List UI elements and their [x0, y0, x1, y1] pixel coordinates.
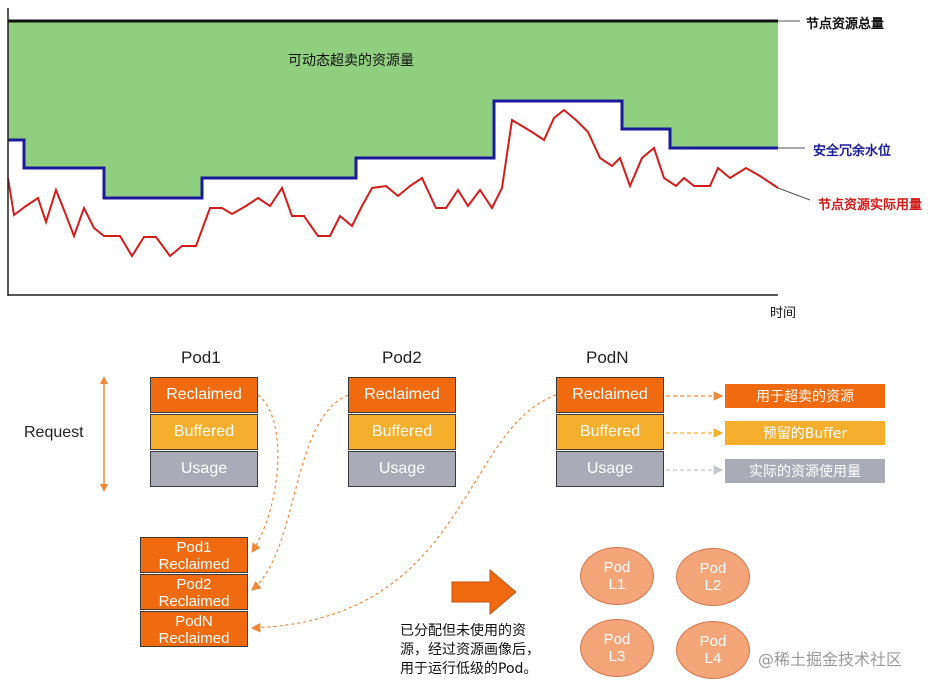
- pod-l3-circle: Pod L3: [580, 619, 654, 677]
- tag-reserved-buffer: 预留的Buffer: [725, 421, 885, 445]
- pod2-title: Pod2: [382, 348, 422, 367]
- stack-pod2-name: Pod2: [176, 576, 212, 593]
- safety-waterline: [8, 99, 778, 200]
- pod2-reclaimed: Reclaimed: [348, 377, 456, 413]
- pod-l1-line2: L1: [608, 576, 626, 593]
- pod1-usage: Usage: [150, 451, 258, 487]
- stack-podn-name: PodN: [175, 613, 213, 630]
- podn-title: PodN: [586, 348, 629, 367]
- stack-pod1-reclaimed-text: Reclaimed: [158, 556, 230, 573]
- pod-l1-line1: Pod: [603, 559, 631, 576]
- actual-pointer: [777, 187, 811, 201]
- pod-l3-line1: Pod: [603, 631, 631, 648]
- right-arrow-icon: [451, 568, 517, 616]
- watermark: @稀土掘金技术社区: [758, 650, 903, 669]
- pod1-buffered: Buffered: [150, 414, 258, 450]
- oversell-area: [8, 21, 778, 198]
- pod-l3-line2: L3: [608, 648, 626, 665]
- actual-usage-line: [7, 108, 779, 258]
- pod-l2-circle: Pod L2: [676, 548, 750, 606]
- request-arrow-bottom: [100, 484, 108, 492]
- stack-podn-reclaimed: PodN Reclaimed: [140, 611, 248, 647]
- pod2-buffered: Buffered: [348, 414, 456, 450]
- podn-usage: Usage: [556, 451, 664, 487]
- pod-l2-line2: L2: [704, 577, 722, 594]
- actual-usage-label: 节点资源实际用量: [818, 198, 923, 213]
- pod-l4-circle: Pod L4: [676, 621, 750, 679]
- x-axis-label: 时间: [770, 306, 797, 321]
- stack-pod2-reclaimed: Pod2 Reclaimed: [140, 574, 248, 610]
- stack-podn-reclaimed-text: Reclaimed: [158, 630, 230, 647]
- stack-pod1-reclaimed: Pod1 Reclaimed: [140, 537, 248, 573]
- pod-l1-circle: Pod L1: [580, 547, 654, 605]
- tag-oversell-resource: 用于超卖的资源: [725, 384, 885, 408]
- request-arrow-top: [100, 376, 108, 384]
- pod1-title: Pod1: [181, 348, 221, 367]
- stack-pod1-name: Pod1: [176, 539, 212, 556]
- pod2-usage: Usage: [348, 451, 456, 487]
- pod-l2-line1: Pod: [699, 560, 727, 577]
- tag-actual-usage: 实际的资源使用量: [725, 459, 885, 483]
- pod1-reclaimed: Reclaimed: [150, 377, 258, 413]
- request-label: Request: [24, 424, 84, 441]
- oversell-area-label: 可动态超卖的资源量: [288, 53, 414, 69]
- total-resource-label: 节点资源总量: [806, 17, 885, 32]
- note-line-3: 用于运行低级的Pod。: [400, 661, 538, 677]
- pod-l4-line2: L4: [704, 650, 722, 667]
- podn-buffered: Buffered: [556, 414, 664, 450]
- resource-chart: [7, 8, 811, 296]
- pod-l4-line1: Pod: [699, 633, 727, 650]
- stack-pod2-reclaimed-text: Reclaimed: [158, 593, 230, 610]
- explanation-note: 已分配但未使用的资 源，经过资源画像后， 用于运行低级的Pod。: [400, 622, 540, 679]
- pod2-connector: [251, 394, 349, 591]
- podn-reclaimed: Reclaimed: [556, 377, 664, 413]
- safety-waterline-label: 安全冗余水位: [813, 144, 892, 159]
- note-line-2: 源，经过资源画像后，: [400, 642, 540, 658]
- note-line-1: 已分配但未使用的资: [400, 623, 526, 639]
